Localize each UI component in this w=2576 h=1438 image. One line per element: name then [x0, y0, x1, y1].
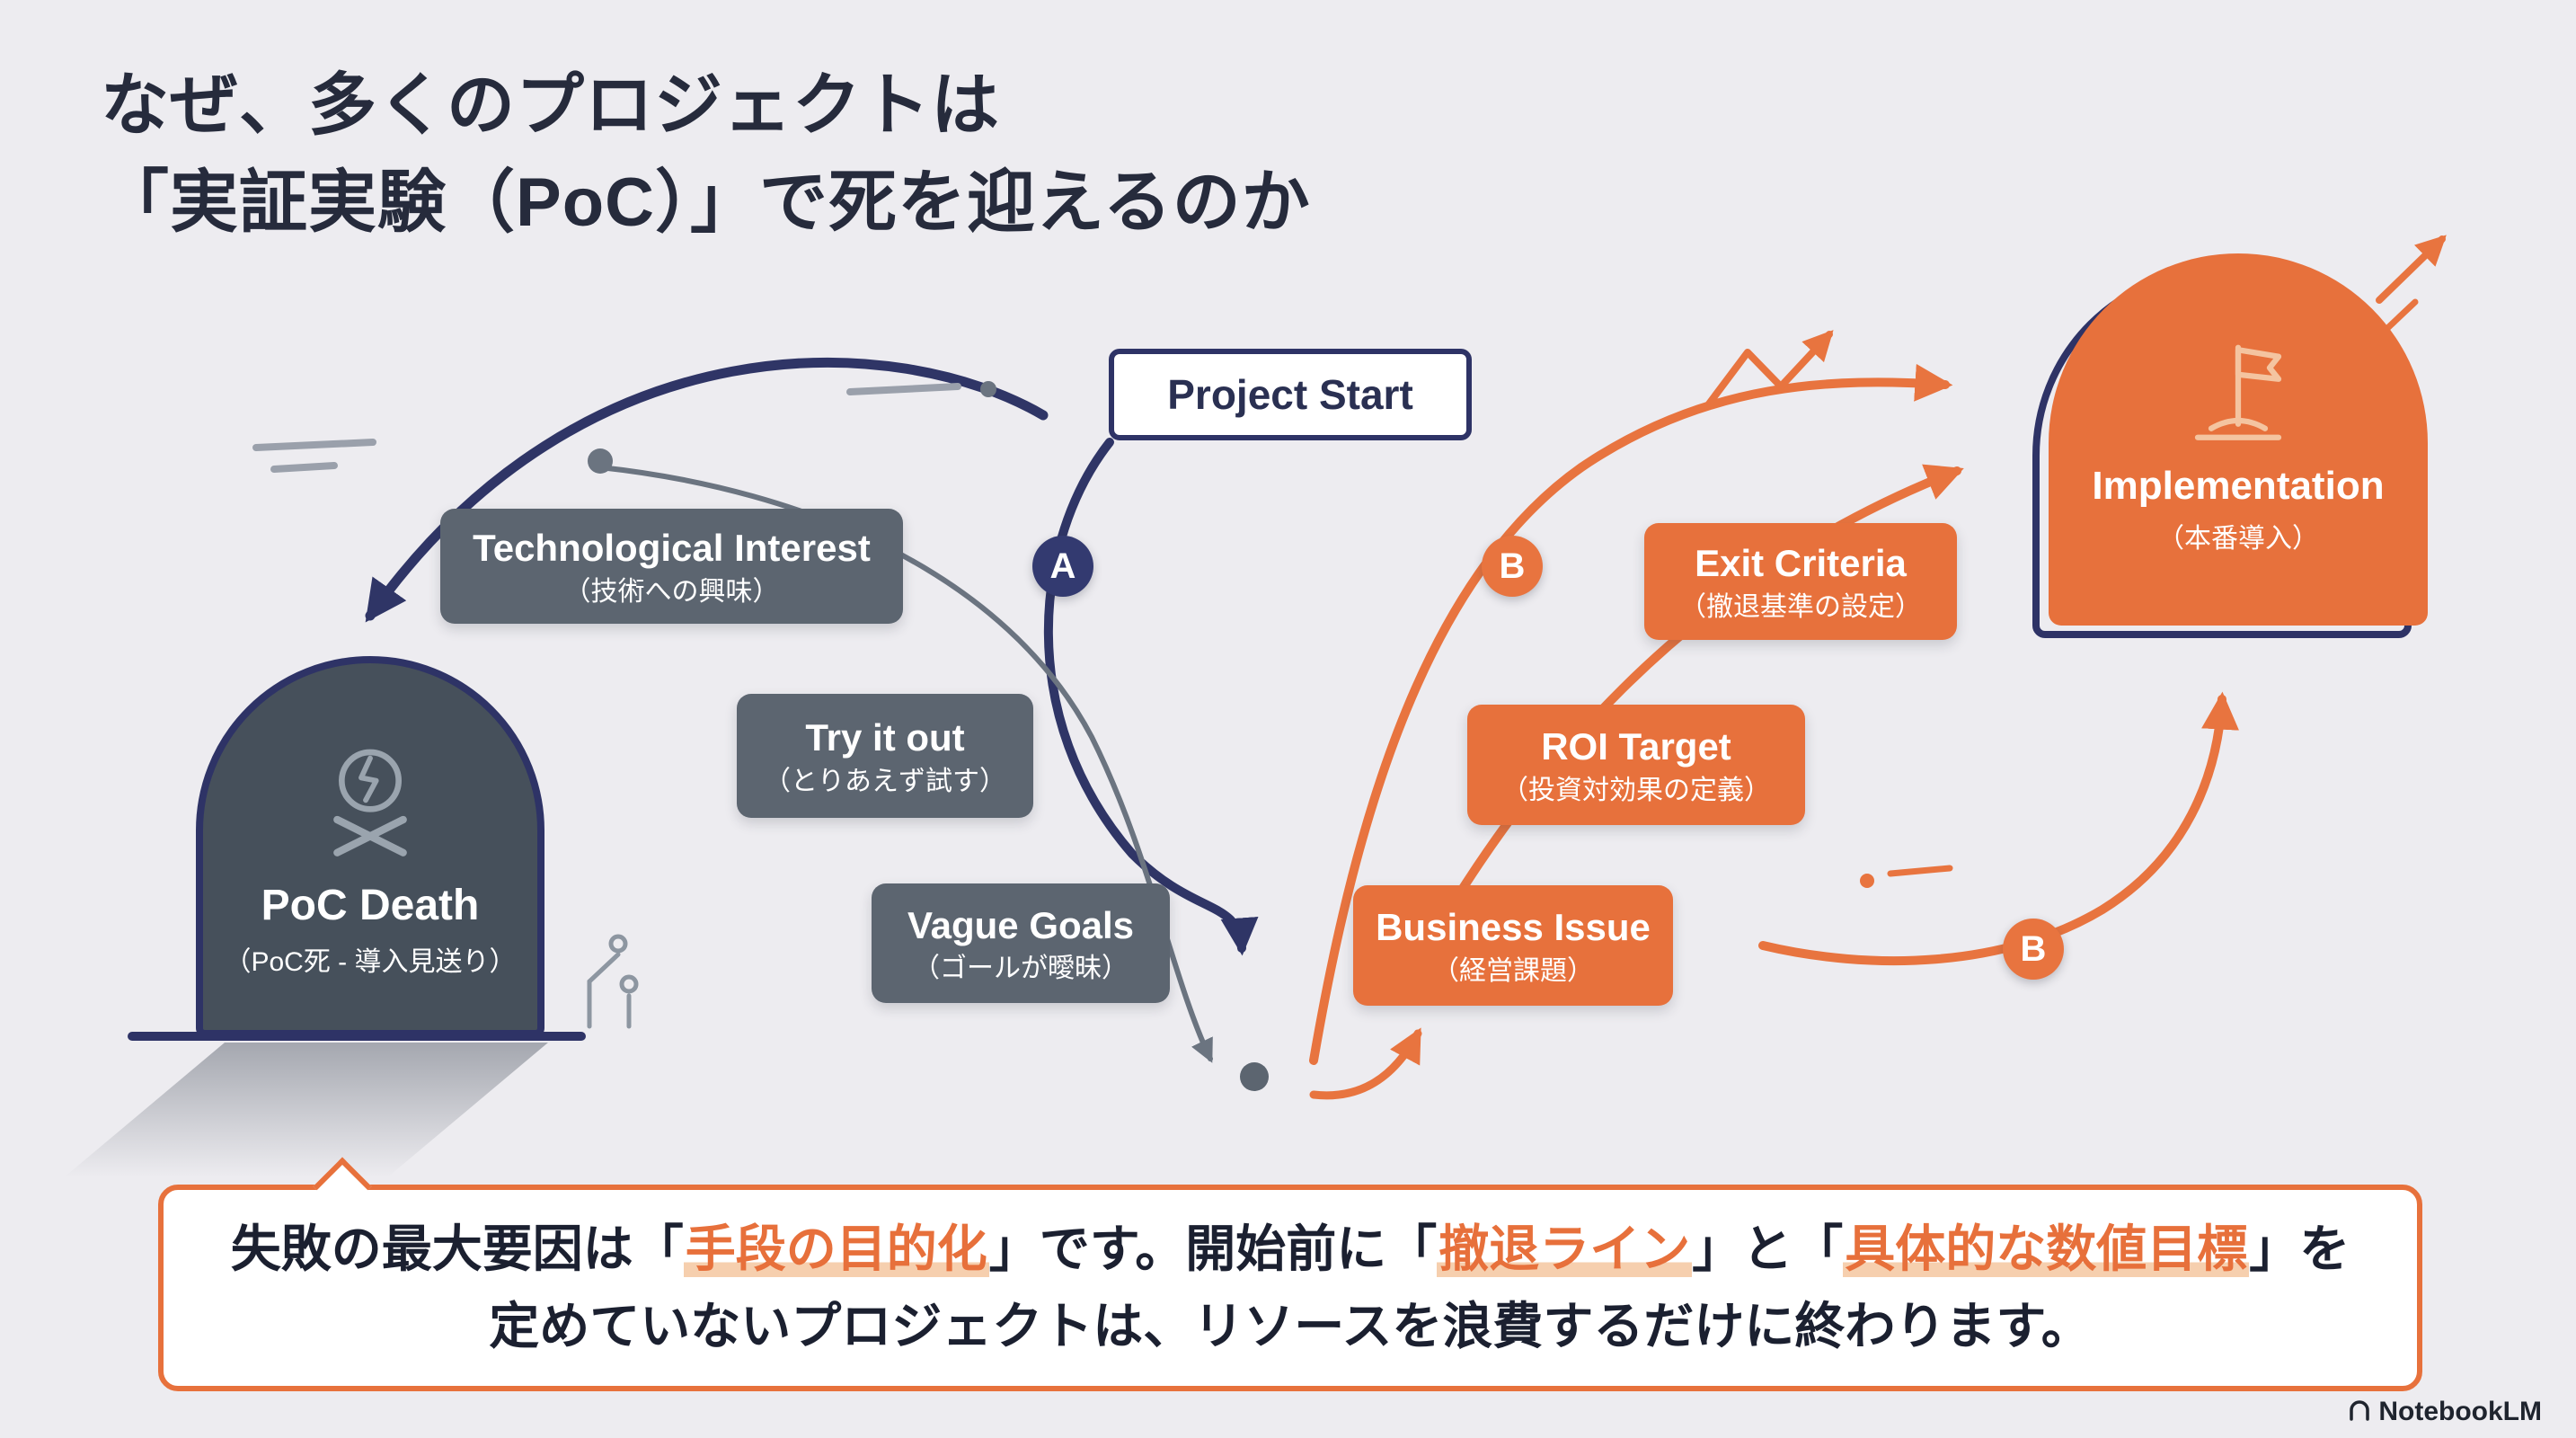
callout-text: と — [1742, 1221, 1793, 1277]
page-title: なぜ、多くのプロジェクトは 「実証実験（PoC）」で死を迎えるのか — [101, 58, 1311, 252]
step-title: Exit Criteria — [1695, 542, 1907, 585]
step-title: Business Issue — [1376, 906, 1651, 949]
callout-bracket: 「 — [633, 1221, 684, 1277]
title-line-2: 「実証実験（PoC）」で死を迎えるのか — [101, 164, 1311, 241]
failure-arc-arrow — [365, 358, 1049, 623]
step-subtitle: （とりあえず試す） — [764, 766, 1006, 796]
title-line-1: なぜ、多くのプロジェクトは — [101, 67, 1000, 144]
step-title: Try it out — [805, 716, 965, 759]
circuit-decoration — [587, 934, 639, 1029]
callout-highlight-term: 具体的な数値目標 — [1843, 1221, 2250, 1277]
success-main-arrow — [1309, 363, 1953, 1065]
skull-icon — [333, 749, 407, 857]
callout-bracket: 」 — [1692, 1221, 1743, 1277]
notebooklm-logo-icon — [2350, 1400, 2370, 1421]
tombstone-title: PoC Death — [261, 881, 480, 929]
drift-start-dot — [588, 448, 613, 474]
corner-arrow-icon — [2376, 235, 2447, 304]
project-start-label: Project Start — [1167, 371, 1413, 418]
success-b2-arrow — [1758, 691, 2240, 966]
callout-bracket: 「 — [1793, 1221, 1844, 1277]
path-dot-decor — [1860, 874, 1874, 888]
badge-a: A — [1032, 536, 1093, 597]
step-technological-interest: Technological Interest （技術への興味） — [440, 509, 903, 624]
project-start-box: Project Start — [1109, 349, 1472, 440]
callout-bracket: 」 — [988, 1221, 1040, 1277]
callout-bracket: 」 — [2249, 1221, 2300, 1277]
step-title: ROI Target — [1541, 725, 1731, 768]
callout-text: 失敗の最大要因は — [230, 1221, 633, 1277]
callout-text: です。開始前に — [1039, 1221, 1387, 1277]
watermark-label: NotebookLM — [2378, 1397, 2542, 1426]
callout-highlight-term: 手段の目的化 — [683, 1221, 989, 1277]
implementation-subtitle: （本番導入） — [2157, 524, 2319, 554]
notebooklm-watermark: NotebookLM — [2348, 1397, 2542, 1427]
step-subtitle: （経営課題） — [1432, 955, 1594, 986]
step-subtitle: （ゴールが曖昧） — [913, 954, 1129, 984]
badge-b1-label: B — [1499, 546, 1526, 586]
implementation-arch: Implementation （本番導入） — [2049, 253, 2428, 626]
callout-line-1: 失敗の最大要因は「手段の目的化」です。開始前に「撤退ライン」と「具体的な数値目標… — [231, 1218, 2350, 1281]
badge-b2-label: B — [2020, 928, 2047, 969]
trend-arrow-icon — [1704, 330, 1834, 410]
step-vague-goals: Vague Goals （ゴールが曖昧） — [872, 883, 1170, 1003]
step-exit-criteria: Exit Criteria （撤退基準の設定） — [1644, 523, 1957, 640]
decision-dot — [1240, 1062, 1269, 1091]
step-title: Vague Goals — [907, 903, 1135, 946]
implementation-title: Implementation — [2092, 464, 2385, 508]
speed-dot — [980, 381, 996, 397]
step-subtitle: （撤退基準の設定） — [1679, 591, 1922, 622]
step-subtitle: （投資対効果の定義） — [1501, 775, 1771, 805]
speed-lines — [252, 383, 961, 473]
step-business-issue: Business Issue （経営課題） — [1353, 885, 1673, 1006]
failure-cause-callout: 失敗の最大要因は「手段の目的化」です。開始前に「撤退ライン」と「具体的な数値目標… — [158, 1157, 2422, 1391]
callout-text: を — [2299, 1221, 2350, 1277]
callout-highlight-term: 撤退ライン — [1437, 1221, 1693, 1277]
badge-b2: B — [2003, 919, 2064, 980]
tombstone-base — [128, 1032, 586, 1041]
step-try-it-out: Try it out （とりあえず試す） — [737, 694, 1033, 818]
callout-bracket: 「 — [1386, 1221, 1438, 1277]
step-title: Technological Interest — [473, 527, 871, 570]
path-dash-decor — [1887, 865, 1953, 877]
drift-curve — [598, 465, 1213, 1063]
poc-death-tombstone: PoC Death （PoC死 - 導入見送り） — [196, 656, 544, 1037]
tombstone-subtitle: （PoC死 - 導入見送り） — [224, 946, 517, 977]
success-hook-arrow — [1309, 1027, 1422, 1100]
badge-b1: B — [1482, 536, 1543, 597]
failure-a-arrow — [1043, 438, 1259, 956]
badge-a-label: A — [1049, 546, 1076, 586]
callout-line-2: 定めていないプロジェクトは、リソースを浪費するだけに終わります。 — [489, 1298, 2092, 1354]
step-roi-target: ROI Target （投資対効果の定義） — [1467, 705, 1805, 825]
step-subtitle: （技術への興味） — [563, 576, 780, 607]
flag-icon — [2194, 344, 2282, 440]
